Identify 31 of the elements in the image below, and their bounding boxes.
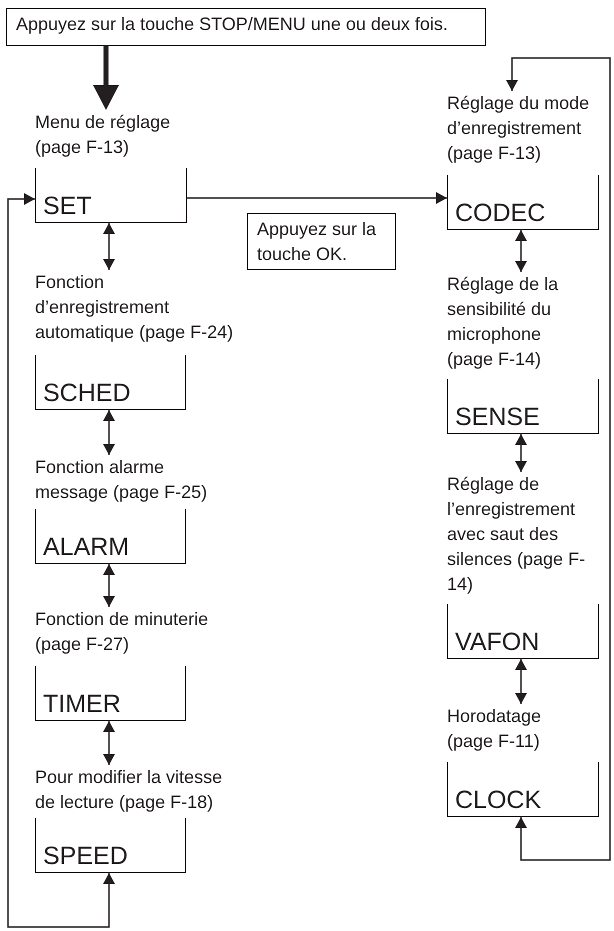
step-heading: Fonction de minuterie (page F-27) — [35, 608, 210, 656]
display-screen: CLOCK — [447, 762, 599, 817]
display-screen: VAFON — [447, 604, 599, 659]
double-arrow — [515, 659, 527, 704]
step-heading: Horodatage (page F-11) — [447, 705, 542, 753]
double-arrow — [515, 434, 527, 472]
step-heading: Menu de réglage (page F-13) — [35, 111, 172, 159]
step-heading: Fonction d’enregistrement automatique (page F-24) — [35, 271, 234, 344]
step-heading: Fonction alarme message (page F-25) — [35, 456, 208, 504]
arrow — [187, 192, 447, 204]
display-screen: ALARM — [35, 509, 186, 564]
arrow — [93, 46, 119, 110]
display-screen: SET — [35, 168, 187, 223]
double-arrow — [103, 410, 115, 455]
double-arrow — [103, 564, 115, 607]
step-heading: Réglage de la sensibilité du microphone (page F-14) — [447, 273, 560, 371]
display-screen: TIMER — [35, 666, 186, 721]
step-heading: Pour modifier la vitesse de lecture (page F-18) — [35, 766, 224, 814]
display-screen: SENSE — [447, 379, 599, 434]
step-heading: Réglage du mode d’enregistrement (page F-13) — [447, 92, 590, 165]
display-screen: SPEED — [35, 818, 186, 873]
loop-arrow — [7, 193, 115, 928]
double-arrow — [103, 721, 115, 765]
display-screen: CODEC — [447, 175, 599, 230]
double-arrow — [515, 230, 527, 272]
display-screen: SCHED — [35, 355, 186, 410]
double-arrow — [103, 223, 115, 270]
instruction-box: Appuyez sur la touche OK. — [247, 213, 396, 270]
step-heading: Réglage de l’enregistrement avec saut des silences (page F-14) — [447, 473, 586, 596]
loop-arrow — [506, 57, 611, 861]
instruction-box: Appuyez sur la touche STOP/MENU une ou deux fois. — [6, 8, 486, 46]
